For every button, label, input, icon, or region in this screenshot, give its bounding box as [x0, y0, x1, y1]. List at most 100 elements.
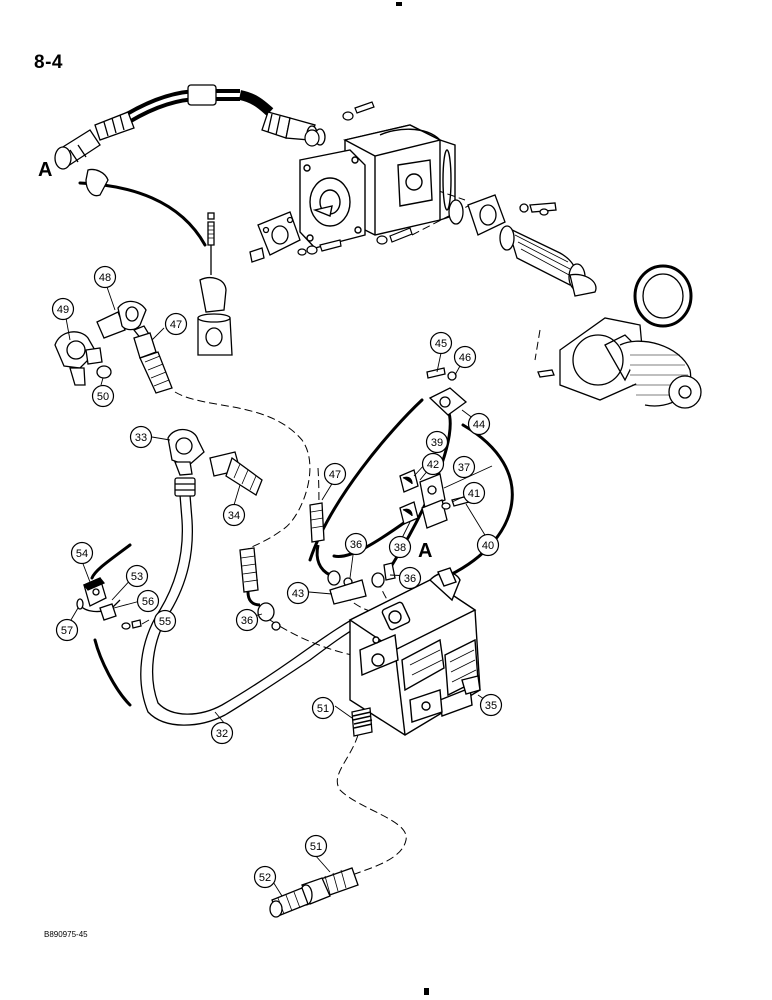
tube-end-fitting: [239, 547, 281, 631]
callout-44: 44: [467, 412, 491, 436]
callout-number: 35: [485, 700, 497, 712]
callout-47: 47: [164, 312, 188, 336]
callout-number: 40: [482, 540, 494, 552]
callout-circle: [304, 834, 328, 858]
fittings-51-52-lower: [269, 867, 359, 918]
callout-circle: [476, 533, 500, 557]
callout-circle: [253, 865, 277, 889]
callout-circle: [153, 609, 177, 633]
connection-marker-lower: A: [418, 540, 432, 562]
registration-mark-top: [396, 2, 402, 6]
callout-49: 49: [51, 297, 75, 321]
callout-39: 39: [425, 430, 449, 454]
callout-number: 53: [131, 571, 143, 583]
callout-35: 35: [479, 693, 503, 717]
callout-34: 34: [222, 503, 246, 527]
callout-50: 50: [91, 384, 115, 408]
inlet-flange: [448, 194, 557, 236]
callout-circle: [323, 462, 347, 486]
callout-circle: [51, 297, 75, 321]
tube-fitting-47-upper: [133, 332, 173, 394]
callout-57: 57: [55, 618, 79, 642]
callout-circle: [91, 384, 115, 408]
callout-circle: [421, 452, 445, 476]
callout-number: 36: [404, 573, 416, 585]
callout-41: 41: [462, 481, 486, 505]
callout-42: 42: [421, 452, 445, 476]
callout-32: 32: [210, 721, 234, 745]
callout-38: 38: [388, 535, 412, 559]
callout-circle: [235, 608, 259, 632]
callout-circle: [55, 618, 79, 642]
callout-number: 38: [394, 542, 406, 554]
callout-number: 37: [458, 462, 470, 474]
callout-number: 41: [468, 488, 480, 500]
callout-52: 52: [253, 865, 277, 889]
callout-55: 55: [153, 609, 177, 633]
pump-bolts: [297, 101, 413, 256]
callout-number: 39: [431, 437, 443, 449]
callout-number: 54: [76, 548, 88, 560]
callout-circle: [286, 581, 310, 605]
callout-46: 46: [453, 345, 477, 369]
callout-circle: [479, 693, 503, 717]
callout-circle: [70, 541, 94, 565]
valve-fitting-51-upper: [351, 707, 373, 737]
callout-circle: [429, 331, 453, 355]
callout-number: 56: [142, 596, 154, 608]
callout-number: 36: [241, 615, 253, 627]
elbow-fittings: [54, 300, 151, 386]
control-valve: [348, 567, 481, 736]
callout-51: 51: [311, 696, 335, 720]
callout-circle: [388, 535, 412, 559]
callout-circle: [462, 481, 486, 505]
steel-tube-32: [140, 494, 371, 726]
tube-fitting-47-lower: [309, 502, 353, 587]
relief-valve-parts: [197, 212, 233, 356]
reservoir-filter: [537, 264, 702, 409]
callout-circle: [222, 503, 246, 527]
callout-circle: [344, 532, 368, 556]
callout-40: 40: [476, 533, 500, 557]
callout-circle: [136, 589, 160, 613]
callout-circle: [129, 425, 153, 449]
callout-number: 45: [435, 338, 447, 350]
callout-circle: [453, 345, 477, 369]
mounting-bracket-43: [329, 562, 396, 605]
tube-clamp-53: [76, 577, 142, 630]
hydraulic-pump: [299, 124, 456, 249]
callout-48: 48: [93, 265, 117, 289]
callout-number: 36: [350, 539, 362, 551]
callout-circle: [425, 430, 449, 454]
callout-53: 53: [125, 564, 149, 588]
callout-number: 33: [135, 432, 147, 444]
callout-number: 49: [57, 304, 69, 316]
suction-hose: [499, 225, 597, 297]
registration-mark-bottom: [424, 988, 429, 995]
callout-number: 55: [159, 616, 171, 628]
callout-33: 33: [129, 425, 153, 449]
callout-circle: [210, 721, 234, 745]
callout-circle: [93, 265, 117, 289]
callout-number: 32: [216, 728, 228, 740]
connection-marker-upper: A: [38, 159, 52, 181]
bracket-44: [426, 367, 468, 416]
callout-36-2: 36: [398, 566, 422, 590]
callout-51-2: 51: [304, 834, 328, 858]
callout-37: 37: [452, 455, 476, 479]
fittings-33-34: [167, 428, 263, 496]
callout-number: 44: [473, 419, 485, 431]
callout-36: 36: [344, 532, 368, 556]
callout-circle: [467, 412, 491, 436]
callout-56: 56: [136, 589, 160, 613]
callout-number: 48: [99, 272, 111, 284]
callout-number: 42: [427, 459, 439, 471]
callout-number: 47: [329, 469, 341, 481]
callout-54: 54: [70, 541, 94, 565]
pressure-hose: [54, 84, 326, 197]
callout-circle: [398, 566, 422, 590]
callout-number: 34: [228, 510, 240, 522]
callout-number: 47: [170, 319, 182, 331]
tube-clamp-assembly: [399, 469, 470, 529]
callout-number: 57: [61, 625, 73, 637]
